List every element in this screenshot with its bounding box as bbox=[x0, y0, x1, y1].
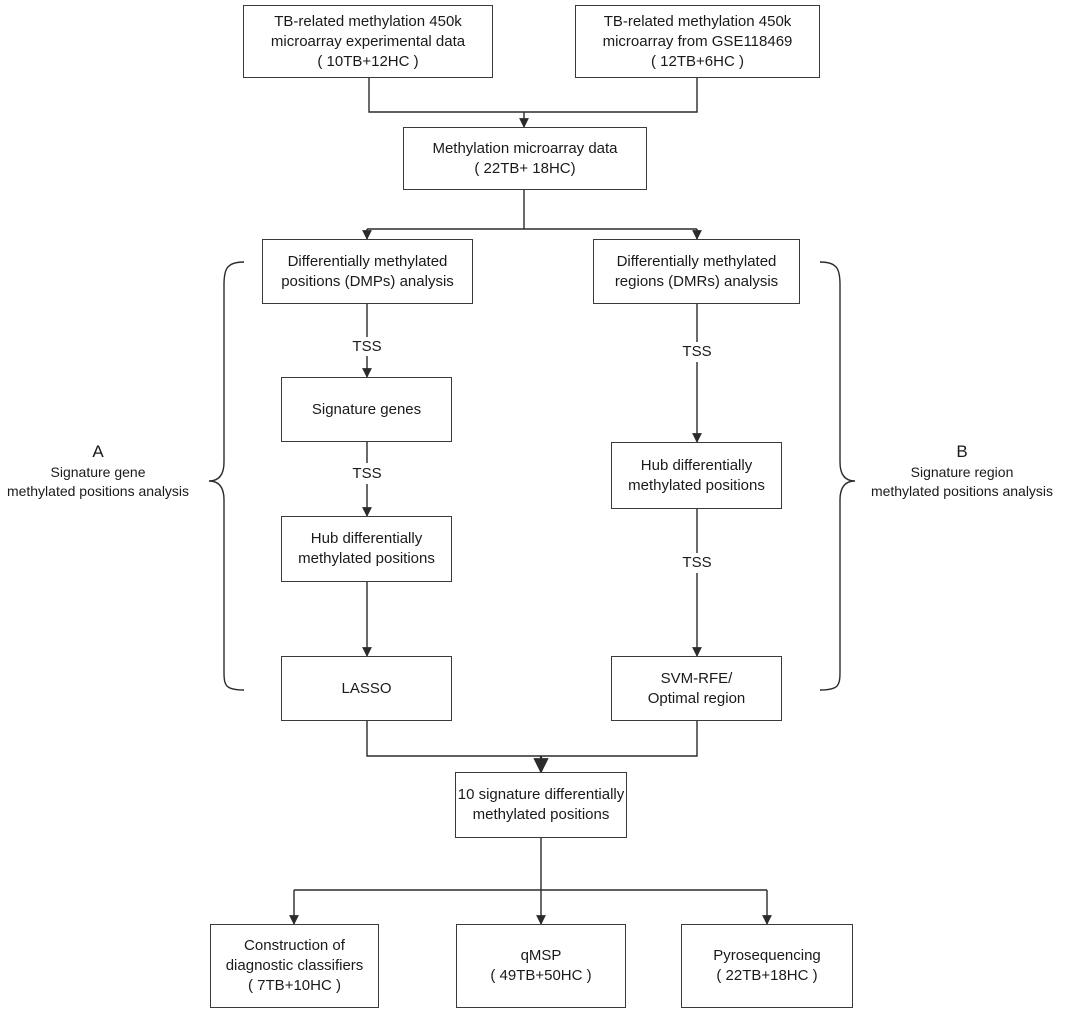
box-text-line: Optimal region bbox=[647, 689, 746, 707]
box-text-line: TB-related methylation 450k bbox=[274, 12, 462, 30]
box-text-line: ( 22TB+ 18HC) bbox=[474, 159, 576, 177]
source-gse-box: TB-related methylation 450k microarray f… bbox=[575, 5, 820, 78]
hub-positions-right-box: Hub differentially methylated positions bbox=[611, 442, 782, 509]
pyrosequencing-box: Pyrosequencing ( 22TB+18HC ) bbox=[681, 924, 853, 1008]
signature-genes-box: Signature genes bbox=[281, 377, 452, 442]
box-text-line: SVM-RFE/ bbox=[660, 669, 733, 687]
source-experimental-box: TB-related methylation 450k microarray e… bbox=[243, 5, 493, 78]
classifiers-box: Construction of diagnostic classifiers (… bbox=[210, 924, 379, 1008]
box-text-line: microarray experimental data bbox=[270, 32, 466, 50]
box-text-line: methylated positions bbox=[628, 476, 765, 494]
box-text-line: Methylation microarray data bbox=[432, 139, 618, 157]
box-text-line: ( 7TB+10HC ) bbox=[248, 977, 341, 994]
ten-signature-box: 10 signature differentially methylated p… bbox=[455, 772, 627, 838]
box-text-line: Signature genes bbox=[311, 400, 422, 418]
tss-label-left-1: TSS bbox=[352, 338, 382, 355]
merge-line-methods bbox=[366, 721, 698, 757]
section-b-line1: Signature region bbox=[910, 464, 1014, 480]
tss-label-left-2: TSS bbox=[352, 465, 382, 482]
left-brace bbox=[208, 261, 245, 691]
box-text-line: positions (DMPs) analysis bbox=[281, 272, 454, 290]
section-b-label: B Signature region methylated positions … bbox=[862, 441, 1062, 501]
section-a-letter: A bbox=[92, 442, 104, 461]
box-text-line: ( 10TB+12HC ) bbox=[317, 52, 419, 70]
box-text-line: methylated positions bbox=[298, 550, 435, 567]
box-text-line: microarray from GSE118469 bbox=[602, 32, 793, 50]
box-text-line: Hub differentially bbox=[310, 530, 423, 547]
box-text-line: Differentially methylated bbox=[616, 252, 777, 270]
hub-positions-left-box: Hub differentially methylated positions bbox=[281, 516, 452, 582]
dmp-analysis-box: Differentially methylated positions (DMP… bbox=[262, 239, 473, 304]
box-text-line: ( 22TB+18HC ) bbox=[716, 967, 818, 984]
lasso-box: LASSO bbox=[281, 656, 452, 721]
tss-label-right-2: TSS bbox=[682, 554, 712, 571]
svm-rfe-box: SVM-RFE/ Optimal region bbox=[611, 656, 782, 721]
box-text-line: Construction of bbox=[244, 937, 345, 954]
box-text-line: Differentially methylated bbox=[287, 252, 448, 270]
qmsp-box: qMSP ( 49TB+50HC ) bbox=[456, 924, 626, 1008]
box-text-line: LASSO bbox=[341, 679, 392, 697]
box-text-line: ( 12TB+6HC ) bbox=[651, 52, 744, 70]
box-text-line: qMSP bbox=[520, 947, 562, 964]
dmr-analysis-box: Differentially methylated regions (DMRs)… bbox=[593, 239, 800, 304]
box-text-line: regions (DMRs) analysis bbox=[614, 272, 779, 290]
tss-label-right-1: TSS bbox=[682, 343, 712, 360]
merge-line-sources bbox=[368, 78, 698, 113]
box-text-line: Hub differentially bbox=[640, 456, 753, 474]
box-text-line: 10 signature differentially bbox=[457, 786, 625, 803]
box-text-line: TB-related methylation 450k bbox=[603, 12, 792, 30]
section-b-letter: B bbox=[956, 442, 968, 461]
box-text-line: Pyrosequencing bbox=[713, 947, 821, 964]
box-text-line: ( 49TB+50HC ) bbox=[490, 967, 592, 984]
box-text-line: methylated positions bbox=[472, 806, 610, 823]
right-brace bbox=[819, 261, 856, 691]
section-b-line2: methylated positions analysis bbox=[870, 483, 1054, 499]
merged-data-box: Methylation microarray data ( 22TB+ 18HC… bbox=[403, 127, 647, 190]
section-a-line2: methylated positions analysis bbox=[6, 483, 190, 499]
box-text-line: diagnostic classifiers bbox=[225, 957, 364, 974]
section-a-label: A Signature gene methylated positions an… bbox=[0, 441, 196, 501]
section-a-line1: Signature gene bbox=[50, 464, 146, 480]
